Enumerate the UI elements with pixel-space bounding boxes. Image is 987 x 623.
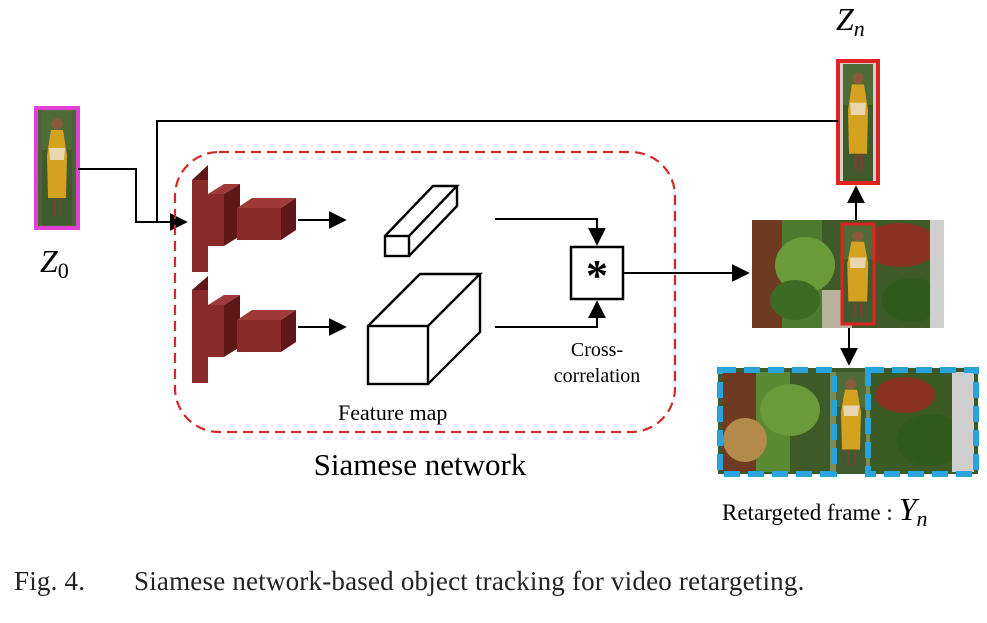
cross-correlation-label-line2: correlation: [554, 365, 641, 387]
caption-number: Fig. 4.: [14, 566, 86, 596]
cnn-block-top: [192, 165, 296, 272]
correlation-symbol: *: [586, 251, 608, 300]
retargeted-right-region: [865, 367, 979, 477]
tracked-target-box: [840, 222, 876, 326]
z0-to-network-line: [78, 168, 188, 231]
z0-input-image: [34, 106, 80, 230]
tracked-frame-image: [752, 220, 944, 328]
cross-correlation-operator: *: [569, 245, 625, 301]
search-to-correlation-line: [495, 300, 606, 328]
bypass-line-to-zn: [156, 120, 838, 222]
feature-map-label: Feature map: [338, 400, 447, 425]
siamese-network-border: [173, 150, 677, 434]
figure-caption: Fig. 4. Siamese network-based object trac…: [14, 566, 974, 597]
z0-label: Z0: [40, 243, 69, 283]
retargeted-left-region: [717, 367, 837, 477]
feature-map-search: [366, 272, 483, 386]
retargeted-frame-image: [717, 367, 979, 477]
zn-label: Zn: [836, 1, 865, 41]
siamese-network-label: Siamese network: [314, 447, 527, 482]
retargeted-frame-label: Retargeted frame :Yn: [722, 491, 928, 531]
caption-text: Siamese network-based object tracking fo…: [134, 566, 805, 596]
siamese-tracking-diagram: Z0 Zn: [34, 1, 979, 531]
template-to-correlation-line: [495, 218, 606, 246]
cnn-block-bottom: [192, 276, 296, 383]
zn-target-image: [836, 59, 880, 185]
cross-correlation-label-line1: Cross-: [571, 339, 623, 361]
feature-map-template: [383, 184, 460, 258]
